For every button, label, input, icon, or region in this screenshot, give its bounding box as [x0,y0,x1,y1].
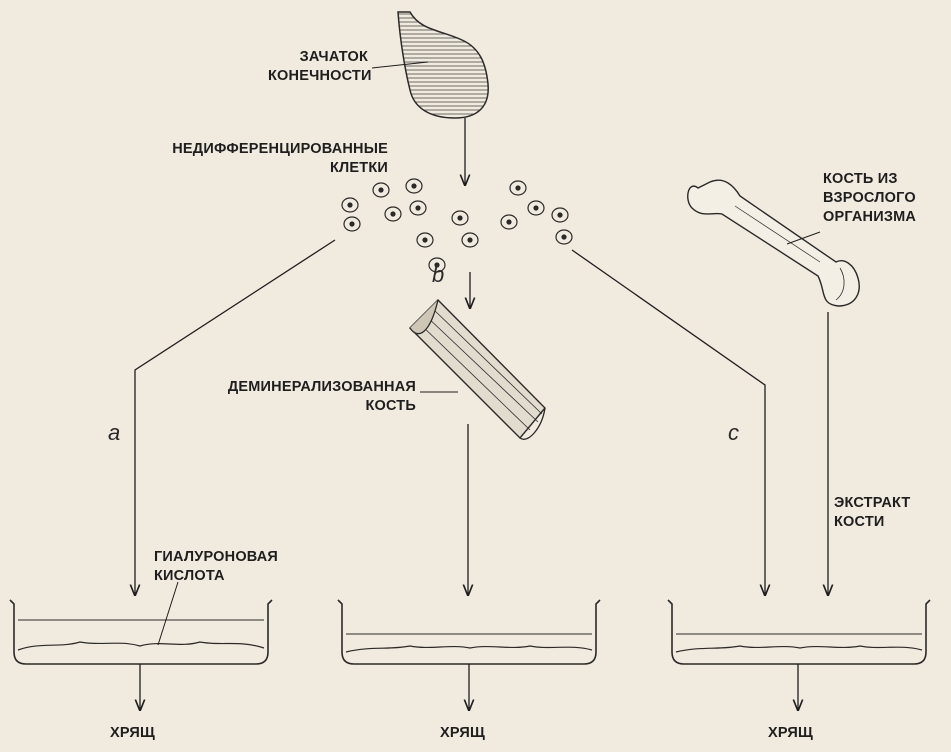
cartilage-result-right: ХРЯЩ [768,724,813,743]
bone-extract-label: ЭКСТРАКТ КОСТИ [834,494,910,532]
path-a-label: a [108,420,120,446]
demineralized-bone-label: ДЕМИНЕРАЛИЗОВАННАЯ КОСТЬ [196,378,416,416]
path-c-label: c [728,420,739,446]
dish-left [10,600,272,664]
limb-bud-illustration [398,12,488,118]
dish-right [668,600,930,664]
cartilage-result-middle: ХРЯЩ [440,724,485,743]
cartilage-result-left: ХРЯЩ [110,724,155,743]
path-b-label: b [432,262,444,288]
dish-middle [338,600,600,664]
undifferentiated-cells-label: НЕДИФФЕРЕНЦИРОВАННЫЕ КЛЕТКИ [98,140,388,178]
adult-bone-label: КОСТЬ ИЗ ВЗРОСЛОГО ОРГАНИЗМА [823,170,916,227]
arrow-path-a [135,240,335,595]
hyaluronic-acid-label: ГИАЛУРОНОВАЯ КИСЛОТА [154,548,278,586]
hyaluronic-label-pointer [158,582,178,645]
limb-bud-label: ЗАЧАТОК КОНЕЧНОСТИ [268,48,368,86]
demineralized-bone-illustration [410,300,545,439]
undifferentiated-cells-cluster [342,179,572,272]
